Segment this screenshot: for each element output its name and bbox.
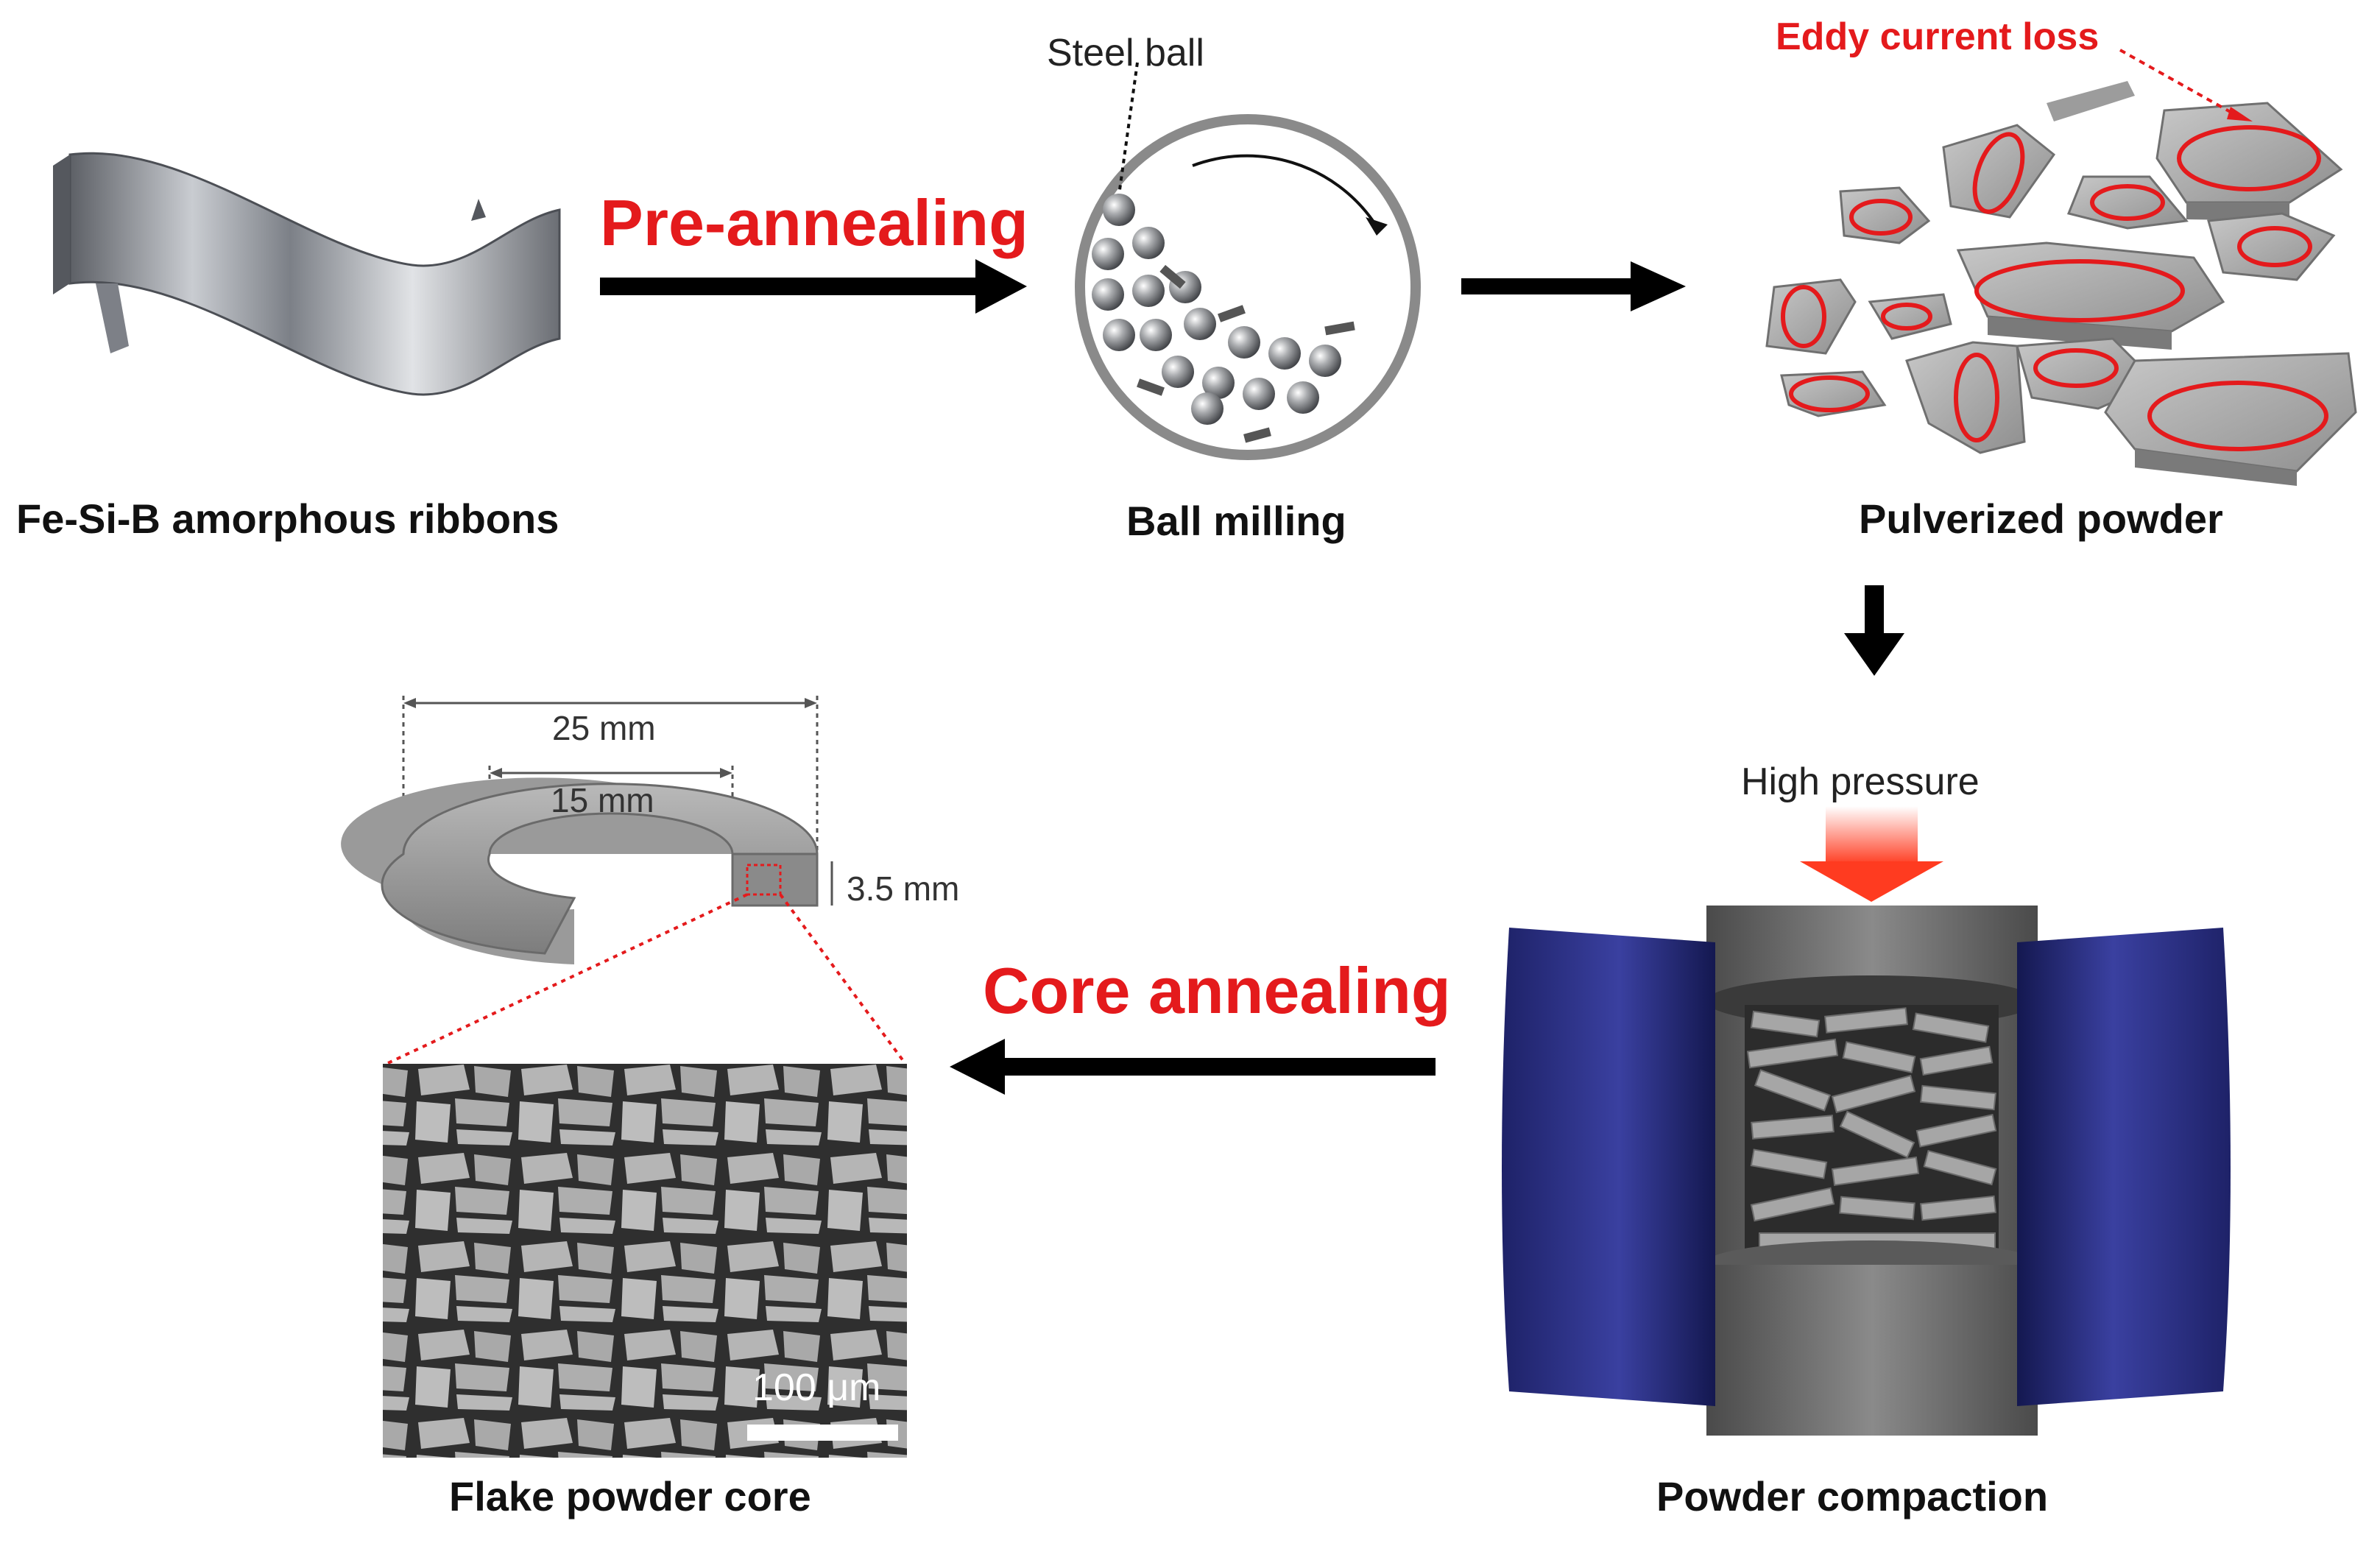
eddy-current-loss-label: Eddy current loss xyxy=(1776,15,2100,58)
high-pressure-label: High pressure xyxy=(1741,760,1980,803)
outer-diameter-label: 25 mm xyxy=(552,709,656,747)
core-annealing-label: Core annealing xyxy=(983,954,1451,1027)
amorphous-ribbon-illustration xyxy=(53,152,561,396)
ball-mill-illustration xyxy=(1075,62,1421,460)
step-ribbons-label: Fe-Si-B amorphous ribbons xyxy=(16,495,559,542)
powder-compaction-illustration xyxy=(1502,906,2231,1436)
sem-micrograph xyxy=(383,1064,907,1458)
high-pressure-arrow xyxy=(1800,806,1943,902)
step-core-label: Flake powder core xyxy=(449,1473,811,1519)
pre-annealing-arrow xyxy=(600,259,1027,314)
pre-annealing-label: Pre-annealing xyxy=(600,186,1028,259)
scale-bar xyxy=(747,1425,898,1441)
eddy-current-loops xyxy=(1781,125,2328,451)
steel-ball-label: Steel ball xyxy=(1047,32,1204,74)
toroidal-core-illustration xyxy=(341,696,907,1065)
step-pulverized-label: Pulverized powder xyxy=(1859,495,2223,542)
height-label: 3.5 mm xyxy=(847,869,960,908)
pulverized-powder-illustration xyxy=(1765,49,2357,486)
inner-diameter-label: 15 mm xyxy=(551,781,654,819)
step-ball-milling-label: Ball milling xyxy=(1126,498,1346,544)
core-annealing-arrow xyxy=(950,1039,1436,1095)
step-compaction-label: Powder compaction xyxy=(1656,1473,2049,1519)
scale-bar-label: 100 μm xyxy=(752,1366,881,1409)
powder-to-compaction-arrow xyxy=(1844,585,1904,676)
milling-to-powder-arrow xyxy=(1461,261,1686,311)
